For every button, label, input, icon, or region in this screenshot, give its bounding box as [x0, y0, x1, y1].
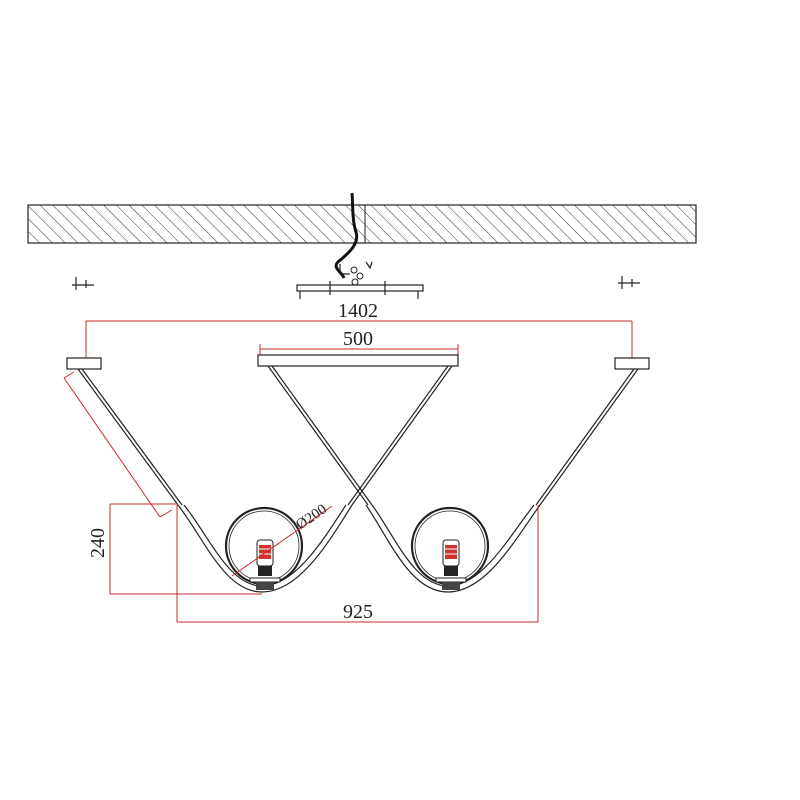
- canopy-bar: 500: [257, 328, 459, 367]
- dimension-bottom-width: 925: [176, 505, 539, 623]
- mounting-bracket: [296, 261, 424, 299]
- dimension-drop-height-label: 240: [87, 528, 109, 558]
- left-ceiling-cap: [66, 357, 102, 370]
- power-cable: [334, 192, 366, 279]
- right-bulb-icon: [435, 539, 467, 590]
- dimension-total-span-label: 1402: [338, 300, 378, 322]
- dimension-drop-height: 240: [87, 503, 262, 595]
- dimension-canopy-label: 500: [343, 328, 373, 350]
- ceiling-slab: [27, 204, 697, 244]
- left-bulb-icon: [249, 539, 281, 590]
- dimension-bottom-width-label: 925: [343, 601, 373, 623]
- suspension-rods: [77, 365, 639, 506]
- right-ceiling-cap: [614, 357, 650, 370]
- right-anchor: [618, 276, 640, 289]
- dimension-rod-length: [63, 371, 173, 518]
- dimension-diameter-label: Ø200: [293, 501, 330, 533]
- left-anchor: [72, 277, 94, 290]
- dimension-total-span: 1402: [85, 300, 633, 360]
